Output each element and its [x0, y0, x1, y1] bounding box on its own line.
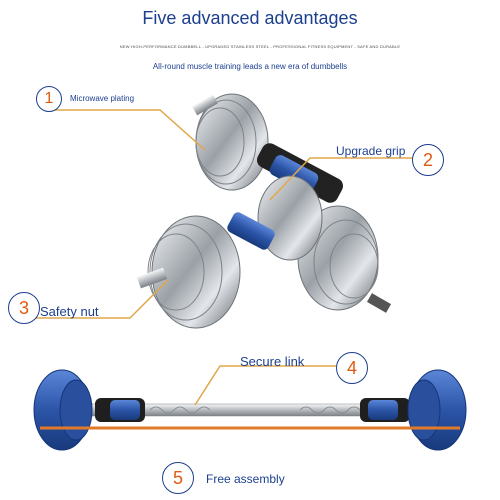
barbell — [33, 369, 467, 451]
dumbbell-front — [136, 175, 323, 329]
callout-2-label: Upgrade grip — [336, 144, 406, 158]
callout-5-number: 5 — [172, 467, 183, 488]
callout-2-number: 2 — [422, 149, 433, 170]
callout-4-number: 4 — [346, 357, 357, 378]
callout-5-label: Free assembly — [206, 472, 285, 486]
callout-3-label: Safety nut — [40, 304, 99, 319]
page-title: Five advanced advantages — [142, 8, 358, 28]
callout-lines — [26, 109, 418, 406]
callout-1-badge: 1 — [36, 86, 62, 112]
callout-3-number: 3 — [18, 297, 29, 318]
fine-print: NEW HIGH-PERFORMANCE DUMBBELL - UPGRADED… — [119, 44, 401, 49]
callout-5-badge: 5 — [162, 462, 194, 494]
callout-3-badge: 3 — [8, 292, 40, 324]
callout-1-number: 1 — [44, 90, 54, 107]
callout-1-label: Microwave plating — [70, 94, 135, 103]
callout-4-badge: 4 — [336, 352, 368, 384]
tagline: All-round muscle training leads a new er… — [152, 62, 348, 71]
callout-2-badge: 2 — [412, 144, 444, 176]
callout-4-label: Secure link — [240, 354, 305, 369]
